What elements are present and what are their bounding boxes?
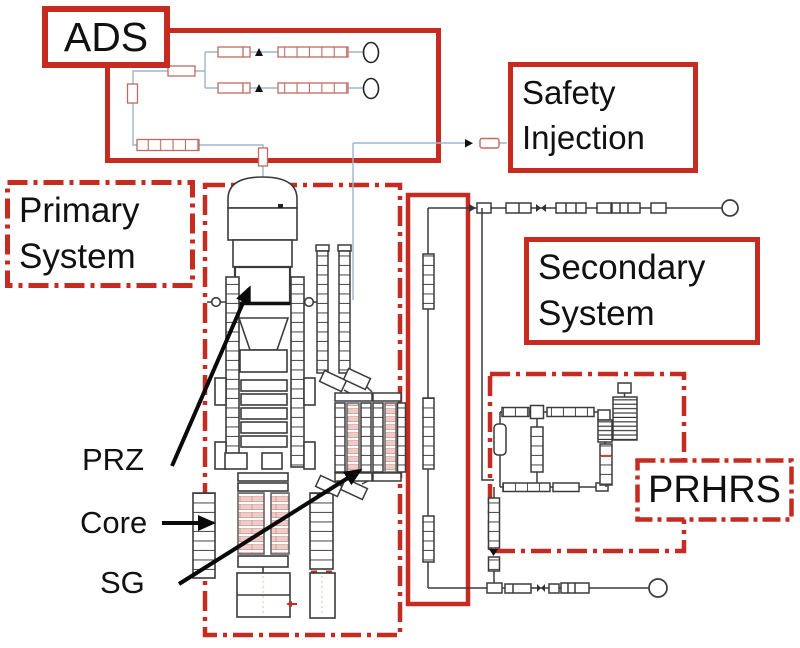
prhrs-valve-icon bbox=[489, 549, 498, 556]
feedwater-line bbox=[428, 578, 668, 598]
ads-train2-orifice bbox=[277, 82, 349, 94]
downcomer-column bbox=[309, 492, 334, 570]
prhrs-region-box bbox=[487, 371, 687, 554]
sg-cassette-1 bbox=[346, 402, 360, 473]
ads-branch-pipe bbox=[126, 83, 139, 104]
primary-system-label-line2: System bbox=[19, 237, 136, 276]
flow-skirt bbox=[237, 317, 290, 351]
secondary-system-region-box bbox=[405, 192, 471, 607]
ads-header-pipe bbox=[167, 65, 196, 77]
upper-internals bbox=[224, 379, 288, 470]
riser-pipe-2 bbox=[338, 250, 351, 374]
primary-system-label-line1: Primary bbox=[19, 191, 140, 230]
core-channel-1 bbox=[237, 492, 265, 555]
vessel-upper-head bbox=[227, 207, 298, 241]
ads-discharge-tank-2 bbox=[362, 77, 380, 100]
primary-system-label-box bbox=[5, 180, 195, 288]
prhrs-label: PRHRS bbox=[647, 468, 782, 511]
core-label: Core bbox=[80, 505, 148, 540]
emergency-cooldown-tank bbox=[612, 396, 638, 441]
steam-boundary-node bbox=[721, 199, 739, 217]
secondary-system-label-line1: Secondary bbox=[538, 248, 706, 287]
safety-injection-line bbox=[352, 137, 507, 300]
ads-train2-pipe bbox=[217, 82, 251, 94]
sg-cassette-2 bbox=[384, 402, 397, 473]
steam-line bbox=[469, 199, 739, 217]
ads-valve-2-icon bbox=[255, 84, 263, 92]
lower-downcomer-box bbox=[309, 572, 336, 619]
core-bypass-channel bbox=[192, 492, 216, 579]
prhrs-hx-tubes bbox=[597, 419, 613, 443]
safety-injection-label-box bbox=[508, 62, 698, 173]
ads-lower-pipe bbox=[136, 138, 200, 152]
ads-train1-orifice bbox=[277, 46, 349, 58]
safety-injection-valve-icon bbox=[465, 139, 473, 148]
secondary-system-label-box bbox=[524, 237, 760, 345]
annotation-arrows bbox=[162, 285, 363, 586]
rcp-pump-left-icon bbox=[207, 296, 226, 308]
ads-label: ADS bbox=[63, 13, 149, 60]
sg-riser-pipes bbox=[315, 244, 373, 396]
region-boxes bbox=[105, 28, 687, 638]
prhrs-downcomer-column bbox=[599, 443, 613, 486]
secondary-system-label-line2: System bbox=[538, 294, 655, 333]
ads-riser-pipe bbox=[257, 147, 269, 167]
reactor-vessel bbox=[192, 176, 336, 619]
upper-plenum bbox=[239, 349, 288, 373]
secondary-system-piping bbox=[422, 199, 739, 598]
secondary-system-label: Secondary System bbox=[524, 237, 761, 345]
label-boxes bbox=[5, 6, 794, 522]
safety-injection-label-line1: Safety bbox=[522, 74, 616, 111]
sg-arrow bbox=[177, 468, 363, 586]
steam-pipe-column-2 bbox=[422, 397, 435, 470]
prhrs-loop bbox=[481, 208, 638, 583]
prhrs-return-column bbox=[487, 497, 501, 549]
vessel-downcomer-right bbox=[290, 276, 305, 468]
vessel-downcomer-left bbox=[225, 276, 240, 468]
core-channel-2 bbox=[270, 492, 290, 555]
steam-generator-cassettes bbox=[314, 392, 407, 501]
angled-connector-1 bbox=[318, 369, 348, 393]
ads-discharge-tank-1 bbox=[362, 41, 380, 64]
pressurizer-label: PRZ bbox=[82, 442, 144, 477]
riser-pipe-1 bbox=[316, 250, 329, 374]
steam-pipe-column-3 bbox=[422, 515, 435, 563]
pressurizer-upper bbox=[232, 239, 293, 268]
steam-pipe-column-1 bbox=[422, 253, 435, 310]
prz-arrow bbox=[170, 285, 251, 467]
steam-generator-label: SG bbox=[100, 565, 145, 600]
feedwater-boundary-node bbox=[648, 578, 668, 598]
ads-label-box bbox=[42, 6, 170, 68]
vessel-dome bbox=[227, 176, 298, 209]
safety-injection-label-line2: Injection bbox=[522, 119, 645, 156]
prhrs-column bbox=[530, 426, 544, 473]
ads-valve-1-icon bbox=[255, 48, 263, 56]
primary-system-label: Primary System bbox=[5, 180, 195, 288]
ads-piping bbox=[126, 41, 380, 177]
ads-region-box bbox=[105, 28, 441, 163]
prhrs-makeup-tank bbox=[493, 423, 507, 456]
safety-injection-pipe bbox=[479, 137, 500, 149]
prhrs-label-box bbox=[635, 458, 794, 522]
rcp-pump-right-icon bbox=[303, 296, 317, 308]
ads-train1-pipe bbox=[217, 46, 251, 58]
angled-connector-2 bbox=[342, 367, 372, 391]
safety-injection-label: Safety Injection bbox=[508, 62, 698, 173]
